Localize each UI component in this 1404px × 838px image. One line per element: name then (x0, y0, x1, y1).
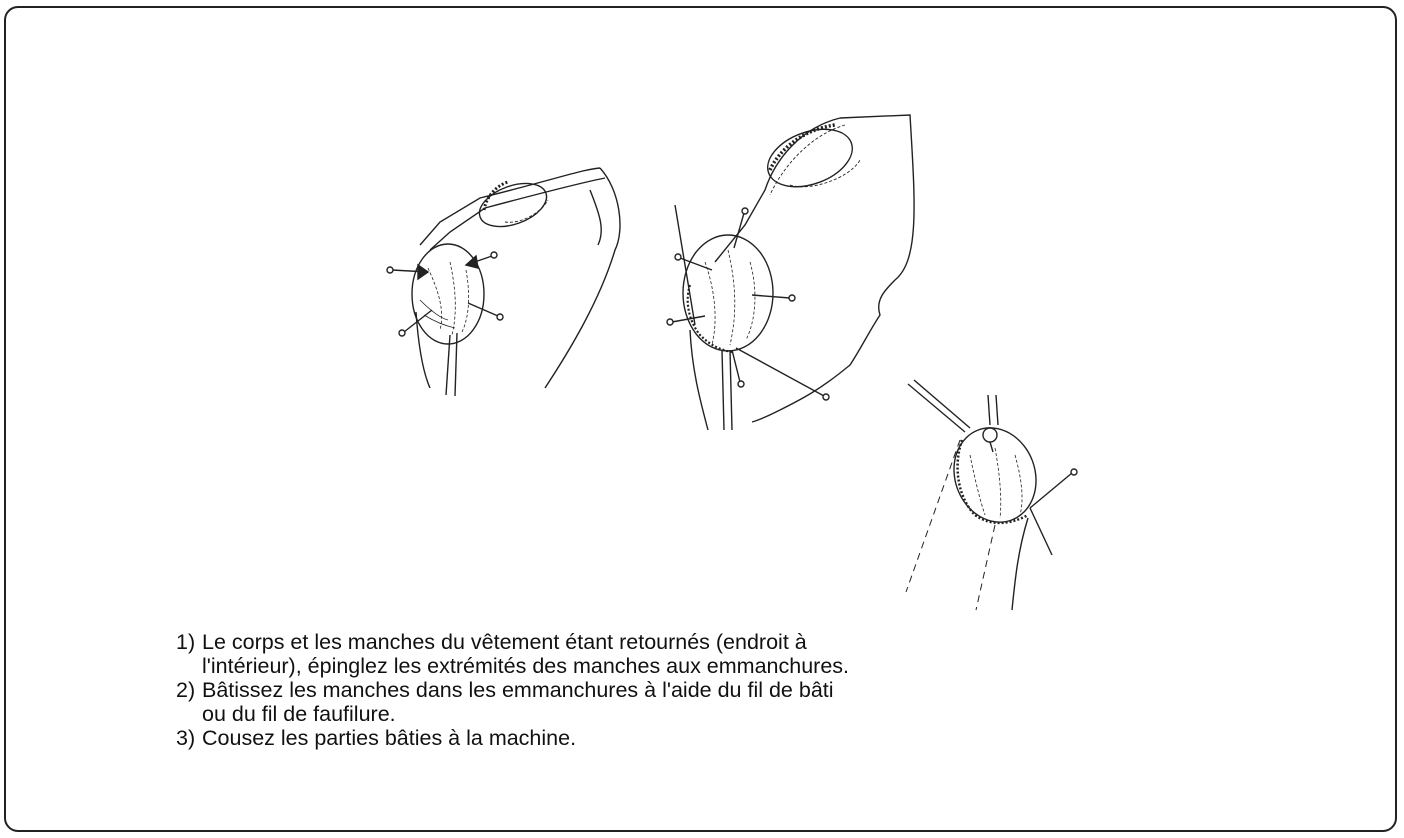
step-number: 1) (176, 630, 195, 654)
instruction-step-1: 1) Le corps et les manches du vêtement é… (176, 630, 856, 678)
instruction-step-3: 3) Cousez les parties bâties à la machin… (176, 726, 856, 750)
figure-basting-sleeve (667, 115, 914, 430)
step-text: Bâtissez les manches dans les emmanchure… (202, 678, 834, 726)
instruction-list: 1) Le corps et les manches du vêtement é… (176, 630, 856, 750)
step-text: Cousez les parties bâties à la machine. (202, 726, 576, 750)
instruction-step-2: 2) Bâtissez les manches dans les emmanch… (176, 678, 856, 726)
step-number: 2) (176, 678, 195, 702)
figure-pinning-sleeve (387, 168, 620, 396)
figure-machine-sewing (906, 380, 1077, 610)
step-number: 3) (176, 726, 195, 750)
step-text: Le corps et les manches du vêtement étan… (202, 630, 849, 678)
